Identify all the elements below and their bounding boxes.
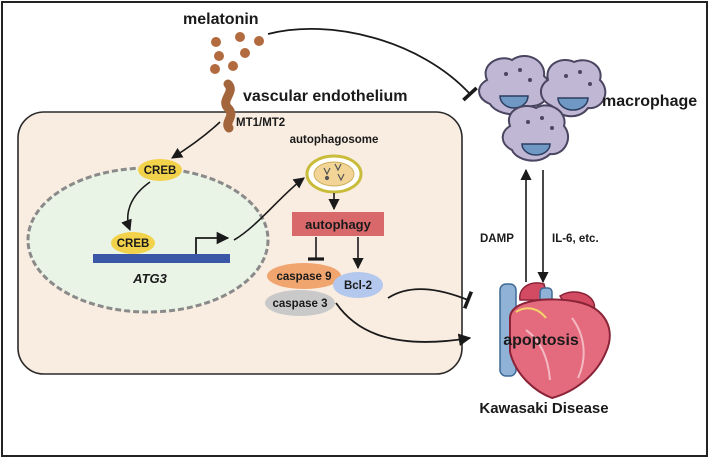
apoptosis-label: apoptosis bbox=[503, 332, 579, 349]
bcl2-label: Bcl-2 bbox=[344, 280, 372, 292]
vascular-endothelium-label: vascular endothelium bbox=[243, 88, 408, 105]
macrophage-label: macrophage bbox=[602, 93, 697, 110]
arrow-atg3-to-autophagosome bbox=[233, 177, 305, 241]
kawasaki-disease-label: Kawasaki Disease bbox=[479, 400, 608, 417]
autophagosome-inner bbox=[313, 161, 355, 187]
arrow-receptor-to-creb bbox=[171, 121, 221, 159]
creb-cytoplasm bbox=[138, 159, 182, 181]
dna-strand bbox=[93, 254, 230, 263]
transcription-start-arrow bbox=[195, 231, 230, 254]
autophagosome-cargo bbox=[323, 163, 345, 182]
caspase3-label: caspase 3 bbox=[273, 298, 328, 310]
melatonin-label: melatonin bbox=[183, 11, 259, 28]
inhibit-melatonin-macrophage bbox=[267, 28, 478, 102]
creb-nucleus bbox=[111, 232, 155, 254]
macrophage-cluster bbox=[478, 55, 607, 162]
atg3-gene-label: ATG3 bbox=[132, 271, 167, 286]
autophagosome-label: autophagosome bbox=[290, 134, 379, 146]
bcl2-node bbox=[333, 272, 383, 298]
damp-label: DAMP bbox=[480, 233, 514, 245]
caspase9-label: caspase 9 bbox=[277, 271, 332, 283]
creb-nucleus-label: CREB bbox=[117, 238, 150, 250]
arrow-creb-to-nucleus bbox=[121, 181, 151, 232]
heart-illustration bbox=[499, 282, 611, 400]
mt-receptor bbox=[221, 79, 236, 133]
inhibit-bcl2-apoptosis bbox=[387, 288, 474, 310]
arrow-caspase3-to-apoptosis bbox=[335, 302, 472, 347]
caspase3-node bbox=[265, 290, 335, 316]
creb-cytoplasm-label: CREB bbox=[144, 165, 177, 177]
autophagy-label: autophagy bbox=[305, 217, 371, 232]
il6-label: IL-6, etc. bbox=[552, 233, 599, 245]
melatonin-molecules bbox=[210, 32, 264, 74]
caspase9-node bbox=[267, 263, 341, 289]
autophagy-box bbox=[292, 212, 384, 236]
receptor-label: MT1/MT2 bbox=[236, 117, 285, 129]
